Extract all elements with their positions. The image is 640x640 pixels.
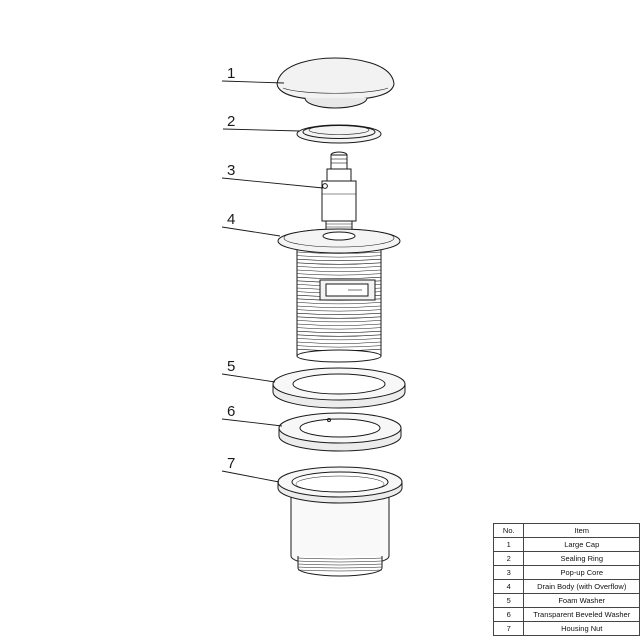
part-beveled-washer	[278, 412, 402, 452]
row-item: Transparent Beveled Washer	[523, 607, 640, 622]
callout-7: 7	[227, 455, 235, 472]
table-row: 5 Foam Washer	[492, 593, 640, 608]
part-large-cap	[276, 57, 395, 109]
leader-3	[221, 177, 324, 189]
leader-5	[221, 373, 276, 383]
row-no: 2	[492, 551, 525, 566]
leader-4	[221, 226, 281, 237]
header-item: Item	[523, 523, 640, 538]
row-item: Pop-up Core	[523, 565, 640, 580]
callout-6: 6	[227, 403, 235, 420]
row-item: Large Cap	[523, 537, 640, 552]
leader-lines	[221, 80, 324, 483]
row-item: Sealing Ring	[523, 551, 640, 566]
row-no: 7	[492, 621, 525, 636]
callout-numbers: 1 2 3 4 5 6 7	[227, 65, 235, 472]
part-housing-nut	[277, 466, 403, 577]
leader-2	[222, 128, 301, 132]
callout-4: 4	[227, 211, 235, 228]
table-row: 1 Large Cap	[492, 537, 640, 552]
row-no: 6	[492, 607, 525, 622]
row-item: Housing Nut	[523, 621, 640, 636]
callout-2: 2	[227, 113, 235, 130]
part-sealing-ring	[296, 124, 382, 144]
table-row: 3 Pop-up Core	[492, 565, 640, 580]
part-popup-core	[321, 151, 357, 242]
table-row: 7 Housing Nut	[492, 621, 640, 636]
table-header-row: No. Item	[492, 523, 640, 538]
table-row: 2 Sealing Ring	[492, 551, 640, 566]
row-no: 4	[492, 579, 525, 594]
row-item: Drain Body (with Overflow)	[523, 579, 640, 594]
part-foam-washer	[272, 367, 406, 409]
row-item: Foam Washer	[523, 593, 640, 608]
leader-7	[221, 470, 280, 483]
parts-list-table: No. Item 1 Large Cap 2 Sealing Ring 3 Po…	[492, 523, 640, 636]
table-row: 6 Transparent Beveled Washer	[492, 607, 640, 622]
row-no: 1	[492, 537, 525, 552]
header-no: No.	[492, 523, 525, 538]
leader-6	[221, 418, 283, 427]
table-row: 4 Drain Body (with Overflow)	[492, 579, 640, 594]
callout-1: 1	[227, 65, 235, 82]
leader-1	[221, 80, 285, 84]
callout-5: 5	[227, 358, 235, 375]
row-no: 3	[492, 565, 525, 580]
callout-3: 3	[227, 162, 235, 179]
row-no: 5	[492, 593, 525, 608]
part-drain-body	[277, 228, 401, 363]
